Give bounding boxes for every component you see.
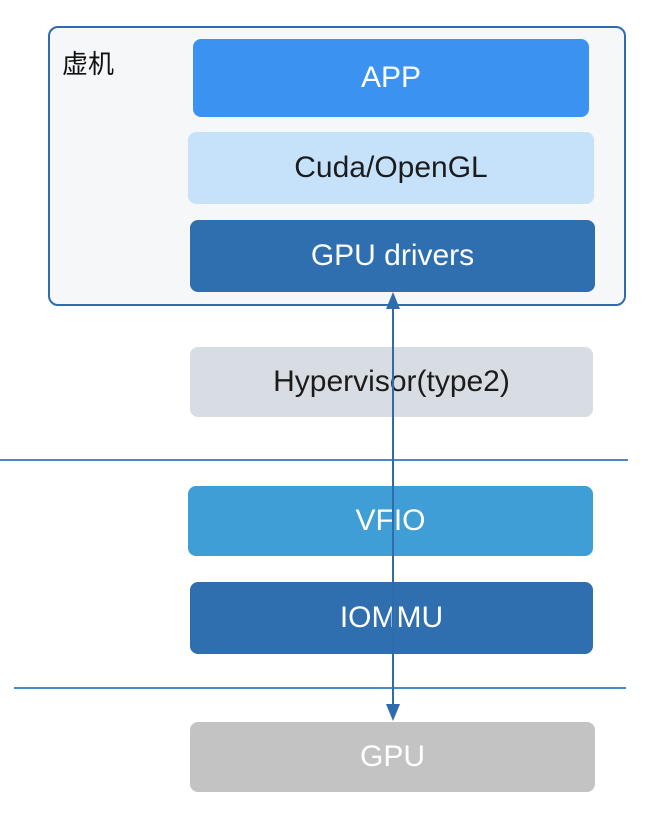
divider-line-lower [14, 687, 626, 689]
layer-gpu-drivers: GPU drivers [190, 220, 595, 292]
passthrough-arrow-head-down [386, 704, 400, 721]
layer-cuda-opengl: Cuda/OpenGL [188, 132, 594, 204]
divider-line-upper [0, 459, 628, 461]
layer-app: APP [193, 39, 589, 117]
layer-gpu: GPU [190, 722, 595, 792]
layer-hypervisor: Hypervisor(type2) [190, 347, 593, 417]
virtual-machine-label: 虚机 [62, 50, 115, 80]
layer-vfio: VFIO [188, 486, 593, 556]
layer-iommu: IOMMU [190, 582, 593, 654]
